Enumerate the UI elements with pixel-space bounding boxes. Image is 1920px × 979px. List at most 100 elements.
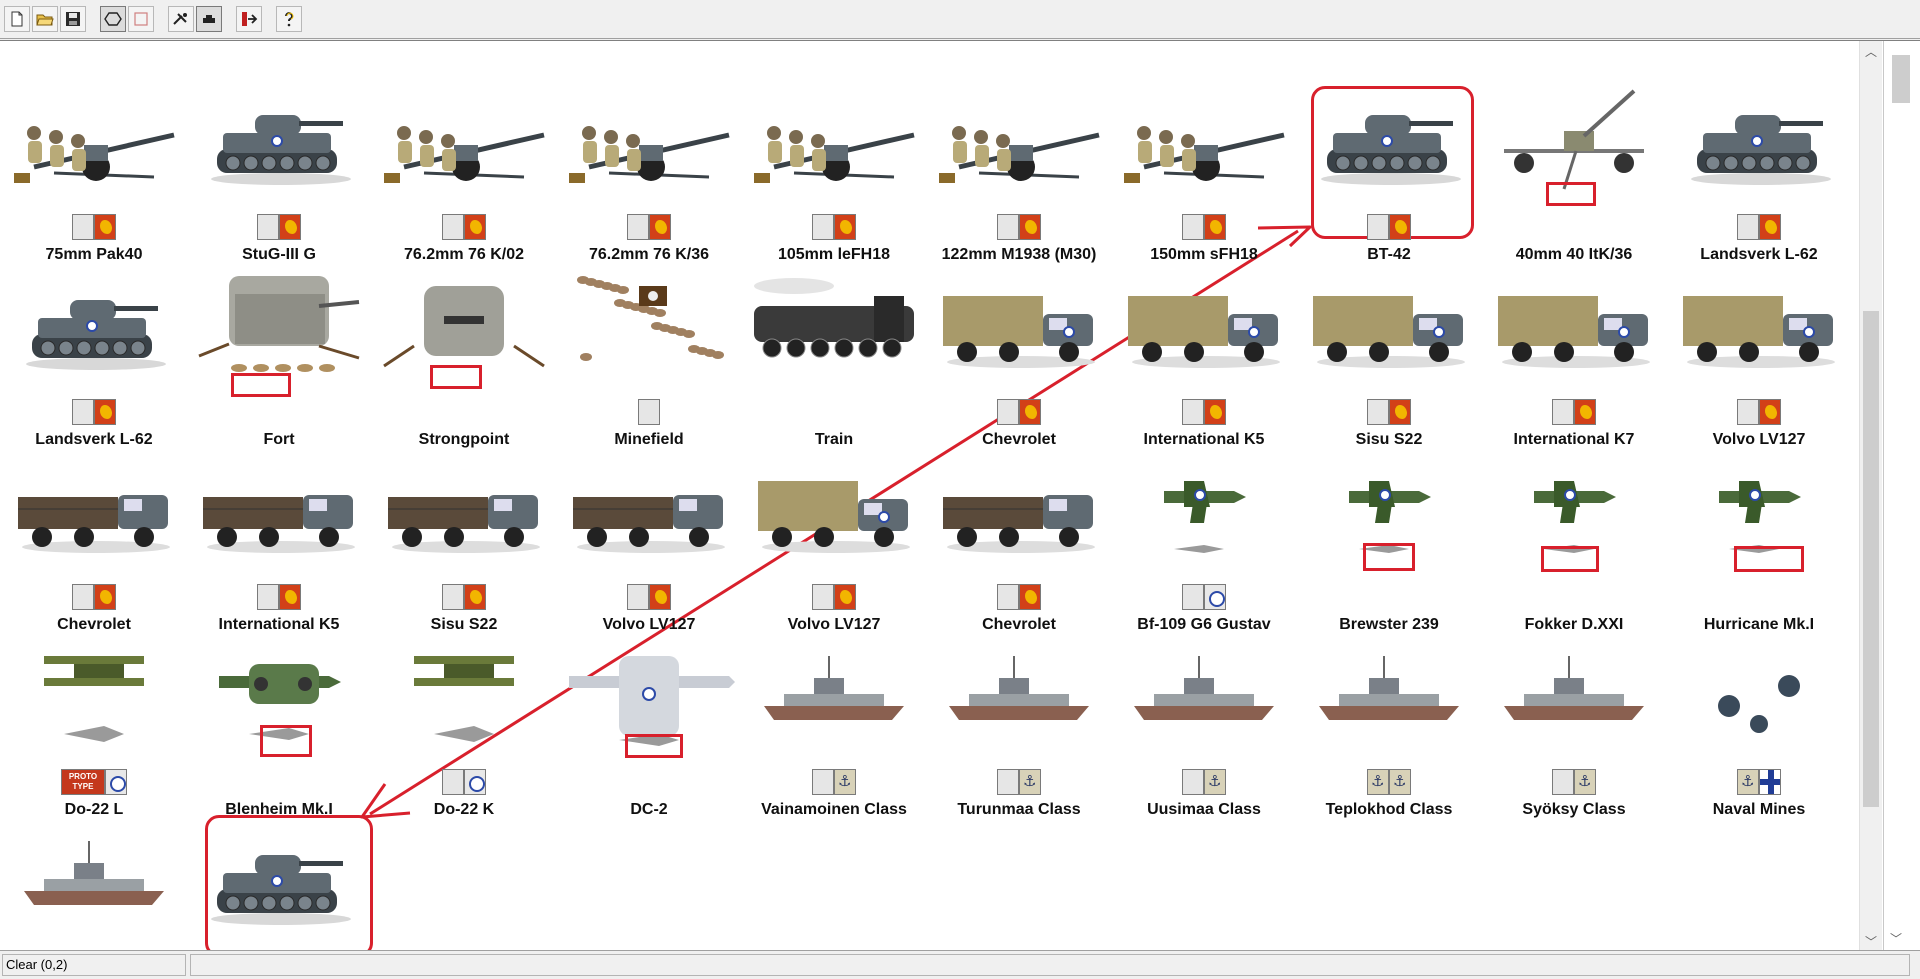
truck-icon — [744, 451, 924, 563]
cross-flag-icon — [1759, 769, 1781, 795]
transfer-button[interactable] — [236, 6, 262, 32]
unit-cell[interactable]: Volvo LV127 — [1669, 266, 1849, 450]
new-document-icon — [11, 11, 23, 27]
unit-cell[interactable]: Chevrolet — [929, 266, 1109, 450]
unit-label: Vainamoinen Class — [761, 801, 907, 818]
scroll-up-icon[interactable]: ︿ — [1864, 44, 1877, 59]
unit-cell[interactable] — [4, 821, 184, 951]
unit-cell[interactable]: Bf-109 G6 Gustav — [1114, 451, 1294, 635]
train-icon — [744, 266, 924, 378]
lion-flag-icon — [94, 399, 116, 425]
fort-icon — [189, 266, 369, 378]
ship-icon — [1299, 636, 1479, 748]
units-button[interactable] — [168, 6, 194, 32]
mines-icon — [559, 266, 739, 378]
blank-flag-icon — [1182, 399, 1204, 425]
opentruck-icon — [374, 451, 554, 563]
unit-label: 150mm sFH18 — [1150, 246, 1258, 263]
hex-grid-button[interactable] — [100, 6, 126, 32]
unit-cell[interactable] — [189, 821, 369, 951]
unit-cell[interactable]: Fort — [189, 266, 369, 450]
side-scroll-thumb[interactable] — [1892, 55, 1910, 103]
tank-icon — [1299, 81, 1479, 193]
unit-cell[interactable]: 150mm sFH18 — [1114, 81, 1294, 265]
nation-flags — [812, 214, 856, 240]
unit-cell[interactable]: 105mm leFH18 — [744, 81, 924, 265]
empty-flag-highlight — [260, 725, 312, 757]
biplane-icon — [374, 636, 554, 748]
lion-flag-icon — [464, 214, 486, 240]
unit-cell[interactable]: Naval Mines — [1669, 636, 1849, 820]
square-grid-button[interactable] — [128, 6, 154, 32]
blank-flag-icon — [1182, 769, 1204, 795]
unit-cell[interactable]: Chevrolet — [929, 451, 1109, 635]
unit-cell[interactable]: International K5 — [1114, 266, 1294, 450]
blank-flag-icon — [72, 214, 94, 240]
unit-cell[interactable]: 122mm M1938 (M30) — [929, 81, 1109, 265]
scroll-down-icon[interactable]: ﹀ — [1864, 934, 1877, 949]
unit-label: Volvo LV127 — [787, 616, 881, 633]
unit-cell[interactable]: Hurricane Mk.I — [1669, 451, 1849, 635]
fighter-icon — [1114, 451, 1294, 563]
nation-flags — [72, 214, 116, 240]
unit-cell[interactable]: Fokker D.XXI — [1484, 451, 1664, 635]
open-folder-icon — [36, 14, 54, 26]
unit-cell[interactable]: StuG-III G — [189, 81, 369, 265]
unit-cell[interactable]: Syöksy Class — [1484, 636, 1664, 820]
unit-cell[interactable]: Train — [744, 266, 924, 450]
side-scroll-down-icon[interactable]: ﹀ — [1890, 932, 1903, 946]
blank-flag-icon — [997, 399, 1019, 425]
unit-cell[interactable]: Strongpoint — [374, 266, 554, 450]
unit-cell[interactable]: Brewster 239 — [1299, 451, 1479, 635]
unit-cell[interactable]: Turunmaa Class — [929, 636, 1109, 820]
unit-label: 40mm 40 ItK/36 — [1515, 246, 1633, 263]
units-icon — [173, 13, 187, 25]
roundel-flag-icon — [1204, 584, 1226, 610]
unit-cell[interactable]: Volvo LV127 — [559, 451, 739, 635]
unit-cell[interactable]: 75mm Pak40 — [4, 81, 184, 265]
side-scrollbar[interactable]: ﹀ — [1883, 41, 1920, 951]
unit-cell[interactable]: BT-42 — [1299, 81, 1479, 265]
unit-cell[interactable]: 76.2mm 76 K/02 — [374, 81, 554, 265]
anchor-flag-icon — [1204, 769, 1226, 795]
unit-label: Train — [814, 431, 854, 448]
unit-cell[interactable]: Teplokhod Class — [1299, 636, 1479, 820]
unit-label: Fort — [263, 431, 295, 448]
unit-cell[interactable]: Chevrolet — [4, 451, 184, 635]
unit-cell[interactable]: Blenheim Mk.I — [189, 636, 369, 820]
unit-cell[interactable]: Sisu S22 — [1299, 266, 1479, 450]
unit-cell[interactable]: Minefield — [559, 266, 739, 450]
unit-cell[interactable]: Sisu S22 — [374, 451, 554, 635]
vehicle-button[interactable] — [196, 6, 222, 32]
new-button[interactable] — [4, 6, 30, 32]
unit-cell[interactable]: DC-2 — [559, 636, 739, 820]
unit-label: 122mm M1938 (M30) — [941, 246, 1097, 263]
save-button[interactable] — [60, 6, 86, 32]
unit-cell[interactable]: Uusimaa Class — [1114, 636, 1294, 820]
blank-flag-icon — [1182, 584, 1204, 610]
unit-label: 76.2mm 76 K/36 — [588, 246, 710, 263]
scroll-thumb[interactable] — [1863, 311, 1879, 807]
help-button[interactable] — [276, 6, 302, 32]
unit-cell[interactable]: 76.2mm 76 K/36 — [559, 81, 739, 265]
lion-flag-icon — [279, 584, 301, 610]
empty-flag-highlight — [1734, 546, 1804, 572]
unit-cell[interactable]: Landsverk L-62 — [4, 266, 184, 450]
unit-cell[interactable]: Do-22 K — [374, 636, 554, 820]
unit-cell[interactable]: International K5 — [189, 451, 369, 635]
unit-label: StuG-III G — [242, 246, 316, 263]
unit-cell[interactable]: Volvo LV127 — [744, 451, 924, 635]
unit-cell[interactable]: 40mm 40 ItK/36 — [1484, 81, 1664, 265]
open-button[interactable] — [32, 6, 58, 32]
ship-icon — [4, 821, 184, 933]
blank-flag-icon — [627, 584, 649, 610]
unit-cell[interactable]: International K7 — [1484, 266, 1664, 450]
unit-cell[interactable]: Landsverk L-62 — [1669, 81, 1849, 265]
gun-icon — [1114, 81, 1294, 193]
nation-flags — [627, 584, 671, 610]
ship-icon — [1484, 636, 1664, 748]
vertical-scrollbar[interactable]: ︿ ﹀ — [1859, 41, 1882, 951]
unit-cell[interactable]: Vainamoinen Class — [744, 636, 924, 820]
